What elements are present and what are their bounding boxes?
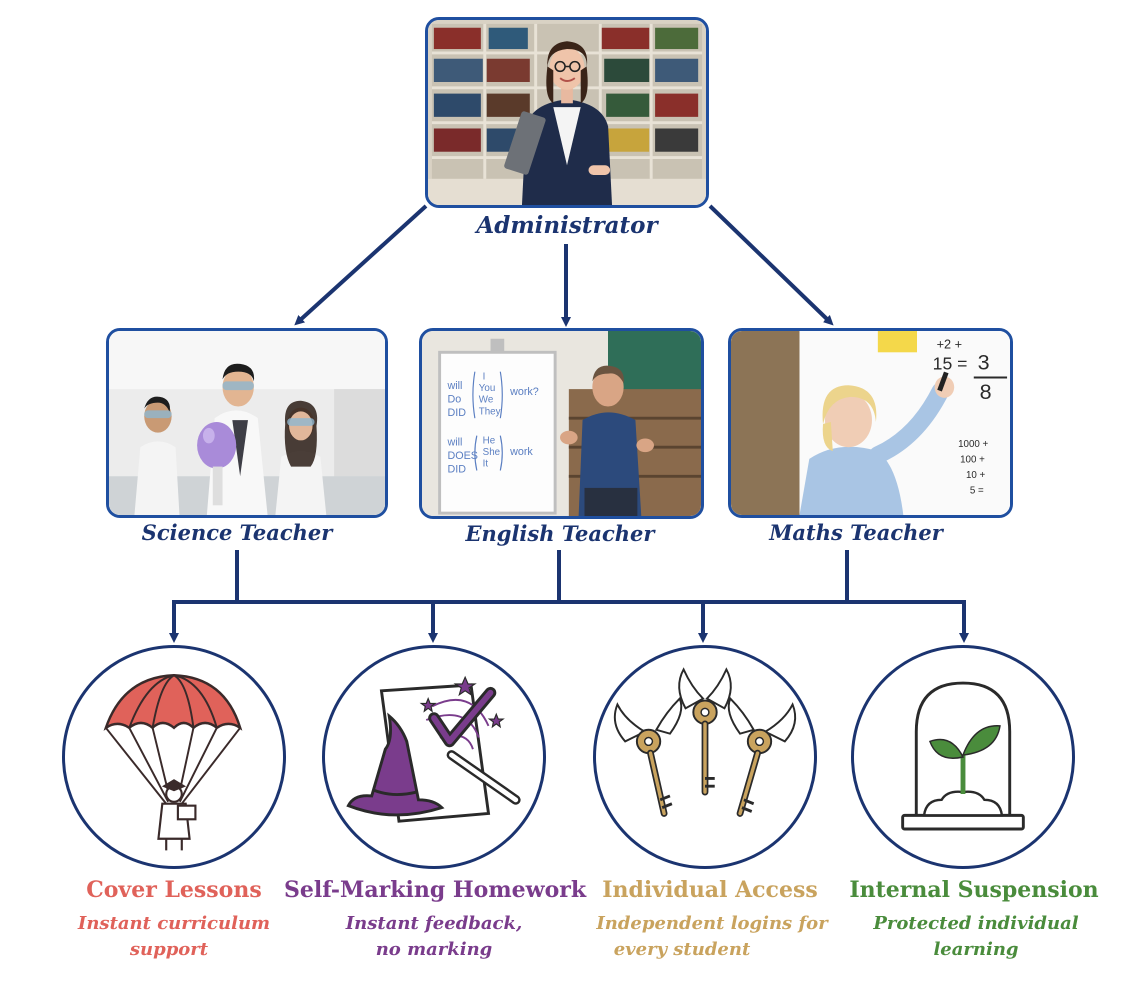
svg-text:DID: DID (447, 407, 466, 419)
self-marking-homework-title: Self-Marking Homework (284, 877, 587, 903)
arrow-admin-to-science (294, 204, 428, 326)
individual-access-subtitle-line1: Independent logins for (596, 913, 828, 934)
individual-access-title: Individual Access (602, 877, 818, 903)
cover-lessons-title: Cover Lessons (86, 877, 262, 903)
self-marking-homework-subtitle-line2: no marking (375, 939, 493, 960)
svg-text:We: We (479, 395, 493, 406)
winged-keys-icon (593, 645, 817, 869)
svg-text:DID: DID (447, 463, 466, 475)
svg-text:She: She (483, 447, 500, 458)
svg-text:10 +: 10 + (966, 470, 986, 481)
svg-text:1000 +: 1000 + (958, 439, 988, 450)
svg-text:3: 3 (978, 351, 990, 375)
svg-text:will: will (446, 380, 462, 392)
svg-text:work: work (509, 446, 533, 458)
internal-suspension-subtitle-line2: learning (933, 939, 1019, 960)
internal-suspension-title: Internal Suspension (849, 877, 1099, 903)
seedling-jar-icon (851, 645, 1075, 869)
svg-text:5 =: 5 = (970, 486, 984, 497)
svg-text:It: It (483, 459, 489, 470)
arrow-admin-to-maths (708, 204, 834, 326)
svg-text:You: You (479, 383, 495, 394)
svg-text:Do: Do (447, 394, 461, 406)
svg-text:+2 +: +2 + (937, 337, 962, 351)
cover-lessons-subtitle-line2: support (129, 939, 209, 960)
science-teacher-label: Science Teacher (141, 520, 333, 545)
english-teacher-label: English Teacher (465, 521, 655, 546)
individual-access-subtitle-line2: every student (613, 939, 751, 960)
svg-text:He: He (483, 435, 496, 446)
parachute-icon (62, 645, 286, 869)
science-teacher-photo (106, 328, 388, 518)
svg-text:100 +: 100 + (960, 455, 985, 466)
administrator-photo (425, 17, 709, 208)
maths-teacher-label: Maths Teacher (769, 520, 943, 545)
maths-teacher-photo: +2 + 15 = 3 8 1000 + 100 + 10 + 5 = (728, 328, 1013, 518)
svg-text:DOES: DOES (447, 450, 478, 462)
svg-text:I: I (483, 371, 486, 382)
svg-text:will: will (446, 436, 462, 448)
wizard-hat-icon (322, 645, 546, 869)
internal-suspension-subtitle-line1: Protected individual (873, 913, 1079, 934)
administrator-label: Administrator (476, 212, 658, 239)
cover-lessons-subtitle-line1: Instant curriculum (77, 913, 271, 934)
svg-text:They: They (479, 406, 501, 417)
self-marking-homework-subtitle-line1: Instant feedback, (345, 913, 523, 934)
english-teacher-photo: will Do DID I You We They work? will DOE… (419, 328, 704, 519)
svg-text:8: 8 (980, 380, 992, 404)
svg-text:15 =: 15 = (933, 354, 968, 374)
svg-text:work?: work? (509, 386, 539, 398)
